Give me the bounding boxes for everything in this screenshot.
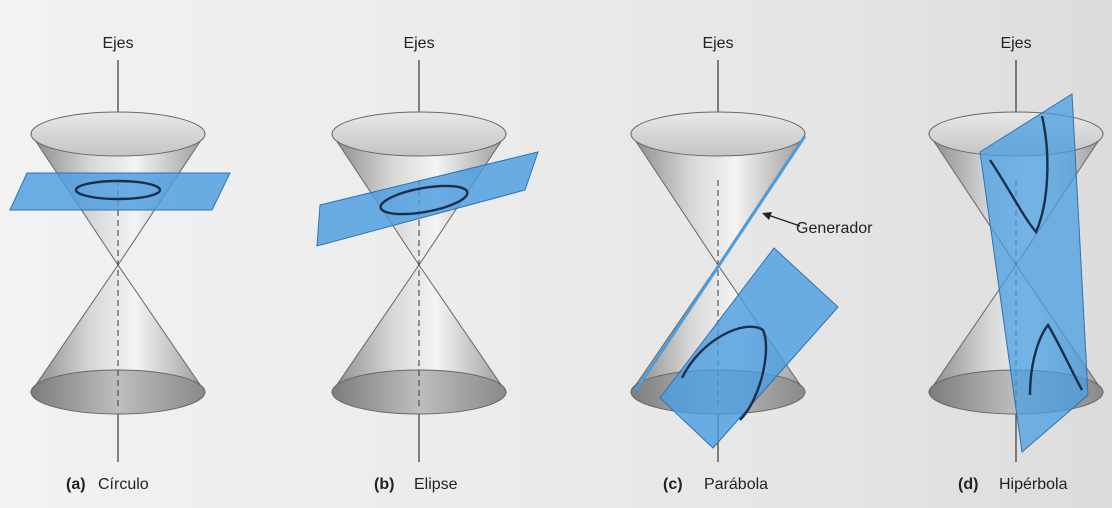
generator-line [634, 135, 807, 391]
hyperbola-upper-branch [989, 115, 1049, 235]
panel-name: Hipérbola [999, 476, 1068, 493]
panel-letter: (b) [374, 476, 394, 493]
circle-curve [74, 179, 162, 201]
upper-cone-top [331, 111, 507, 157]
ellipse-curve [379, 184, 469, 216]
upper-cone-top [630, 111, 806, 157]
axis-label: Ejes [102, 35, 133, 52]
cutting-plane [316, 151, 539, 247]
parabola-curve [680, 325, 768, 421]
panel-name: Círculo [98, 476, 149, 493]
panel-d-hyperbola: Ejes (d) Hipérbola [928, 35, 1104, 493]
panel-a-circle: Ejes (a) Círculo [9, 35, 231, 493]
panel-b-ellipse: Ejes (b) Elipse [316, 35, 539, 493]
panel-name: Elipse [414, 476, 458, 493]
panel-letter: (a) [66, 476, 86, 493]
axis-label: Ejes [702, 35, 733, 52]
hyperbola-lower-branch [1028, 322, 1084, 396]
cutting-plane [659, 247, 839, 449]
panel-letter: (d) [958, 476, 978, 493]
generator-arrowhead [762, 212, 772, 220]
cutting-plane [979, 93, 1089, 453]
axis-label: Ejes [403, 35, 434, 52]
generator-arrow [764, 213, 801, 227]
axis-label: Ejes [1000, 35, 1031, 52]
generator-label: Generador [796, 220, 873, 237]
cutting-plane [9, 172, 231, 211]
panel-c-parabola: Ejes Generador (c) Parábola [630, 35, 873, 493]
upper-cone-top [30, 111, 206, 157]
panel-name: Parábola [704, 476, 768, 493]
panel-letter: (c) [663, 476, 683, 493]
